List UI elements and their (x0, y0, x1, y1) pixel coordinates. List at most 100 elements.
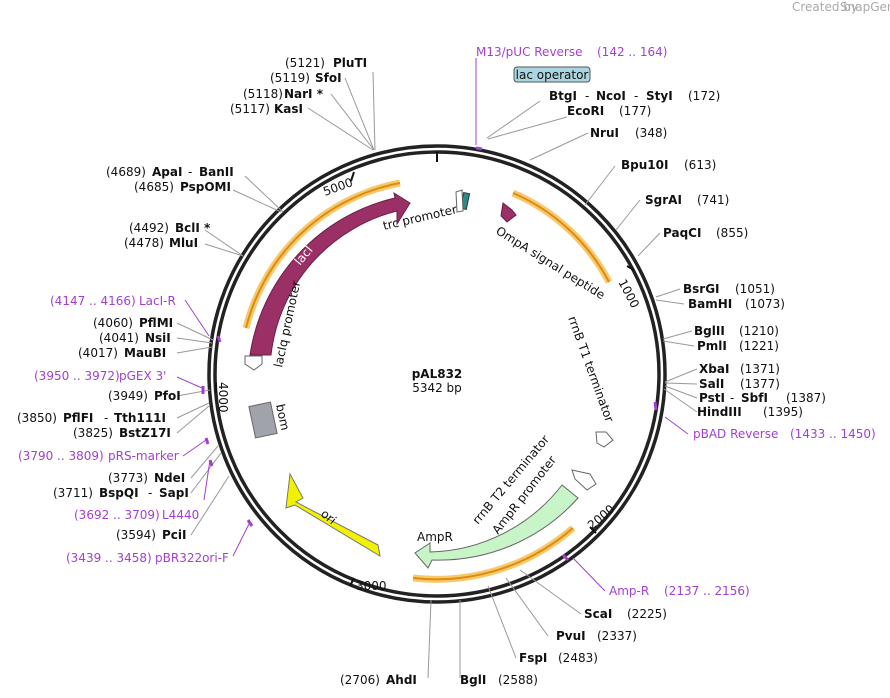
tick-marks (215, 152, 635, 587)
site-pos: (1210) (739, 324, 779, 338)
primer-name: Amp-R (609, 584, 649, 598)
site-pos: (855) (716, 226, 748, 240)
tick-1000 (626, 265, 635, 271)
pbr322-leader (232, 521, 251, 557)
pbad-mark (653, 401, 658, 411)
site-pos: (4689) (106, 165, 146, 179)
prs-leader (182, 439, 207, 457)
created-by-label: Created by (792, 0, 858, 14)
svg-text:-: - (634, 89, 638, 103)
site-name: BglI (460, 673, 486, 687)
primer-name: pRS-marker (108, 449, 179, 463)
primer-range: (142 .. 164) (597, 45, 667, 59)
site-name: PspOMI (180, 180, 231, 194)
site-name: FspI (519, 651, 547, 665)
site-pos: (3949) (108, 389, 148, 403)
site-name: NsiI (145, 331, 171, 345)
laci-r-mark (216, 335, 222, 343)
primer-range: (1433 .. 1450) (790, 427, 876, 441)
site-name: NruI (590, 126, 619, 140)
primer-range: (3692 .. 3709) (74, 508, 160, 522)
site-pos: (4478) (124, 236, 164, 250)
site-pos: (4685) (134, 180, 174, 194)
site-pos: (1387) (786, 391, 826, 405)
pbad-leader (664, 416, 689, 435)
tick-label-3000: 3000 (356, 579, 387, 593)
site-pos: (4041) (99, 331, 139, 345)
site-name-extra: BanII (199, 165, 234, 179)
site-name: MauBI (124, 346, 166, 360)
ori-arrow (285, 472, 381, 557)
plasmid-size: 5342 bp (412, 381, 462, 395)
site-name: SgrAI (645, 193, 682, 207)
site-name: XbaI (699, 362, 729, 376)
site-name: PciI (162, 528, 187, 542)
site-name: KasI (274, 102, 303, 116)
primer-labels: M13/pUC Reverse (142 .. 164) (4147 .. 41… (18, 45, 876, 598)
primer-name: pGEX 3' (119, 369, 166, 383)
site-name: PluTI (333, 56, 367, 70)
site-name: EcoRI (567, 104, 604, 118)
site-name: BtgI (549, 89, 577, 103)
site-pos: (1221) (739, 339, 779, 353)
bom-box (248, 401, 278, 439)
snapgene-logo: SnapGene (840, 0, 890, 14)
ompa-orf-line (512, 192, 610, 283)
ampr-primer-mark (561, 553, 570, 562)
laci-r-leader (184, 299, 210, 337)
site-pos: (348) (635, 126, 667, 140)
pbr322-mark (246, 519, 254, 527)
primer-name: M13/pUC Reverse (476, 45, 583, 59)
site-name-extra: Tth111I (114, 411, 166, 425)
svg-text:-: - (730, 391, 734, 405)
site-name: BspQI (99, 486, 139, 500)
site-name: PflMI (139, 316, 173, 330)
primer-range: (4147 .. 4166) (50, 294, 136, 308)
rrnb-t1-terminator-label: rrnB T1 terminator (565, 314, 616, 424)
site-pos: (5121) (285, 56, 325, 70)
site-name: ApaI (152, 165, 182, 179)
site-name: BstZ17I (119, 426, 171, 440)
primer-range: (2137 .. 2156) (664, 584, 750, 598)
laciq-promoter-arrow (244, 355, 263, 371)
site-pos: (2225) (627, 607, 667, 621)
svg-text:-: - (104, 411, 108, 425)
bottom-sites: ScaI (2225) PvuI (2337) FspI (2483) BglI… (340, 607, 667, 687)
site-pos: (3850) (17, 411, 57, 425)
primer-name: pBR322ori-F (155, 551, 229, 565)
site-name: PvuI (556, 629, 586, 643)
site-name: PaqCI (663, 226, 701, 240)
l4440-mark (208, 459, 214, 467)
ampr-label: AmpR (417, 530, 453, 544)
site-pos: (4492) (129, 221, 169, 235)
site-pos: (4017) (78, 346, 118, 360)
m13-primer-mark (475, 146, 483, 151)
site-name: PfoI (154, 389, 181, 403)
site-pos: (2706) (340, 673, 380, 687)
rrnb-t1-terminator-symbol (595, 431, 614, 448)
ompa-arrow (500, 202, 517, 223)
site-pos: (1377) (740, 377, 780, 391)
site-name: BclI * (175, 221, 211, 235)
primer-range: (3790 .. 3809) (18, 449, 104, 463)
ompa-signal-peptide-label: OmpA signal peptide (493, 224, 607, 303)
primer-name: pBAD Reverse (693, 427, 778, 441)
orf-arcs (242, 179, 613, 583)
site-name: ScaI (584, 607, 612, 621)
l4440-leader (203, 459, 211, 501)
rrnb-t2-terminator-symbol (571, 469, 597, 491)
lac-operator-pill (513, 66, 591, 83)
site-name: NdeI (154, 471, 185, 485)
svg-text:-: - (188, 165, 192, 179)
prs-mark (204, 437, 210, 445)
site-pos: (613) (684, 158, 716, 172)
site-pos: (741) (697, 193, 729, 207)
site-pos: (172) (688, 89, 720, 103)
site-pos: (5117) (230, 102, 270, 116)
site-pos: (177) (619, 104, 651, 118)
site-pos: (2483) (558, 651, 598, 665)
site-name: HindIII (697, 405, 742, 419)
site-pos: (1371) (740, 362, 780, 376)
tick-3000 (349, 577, 355, 587)
